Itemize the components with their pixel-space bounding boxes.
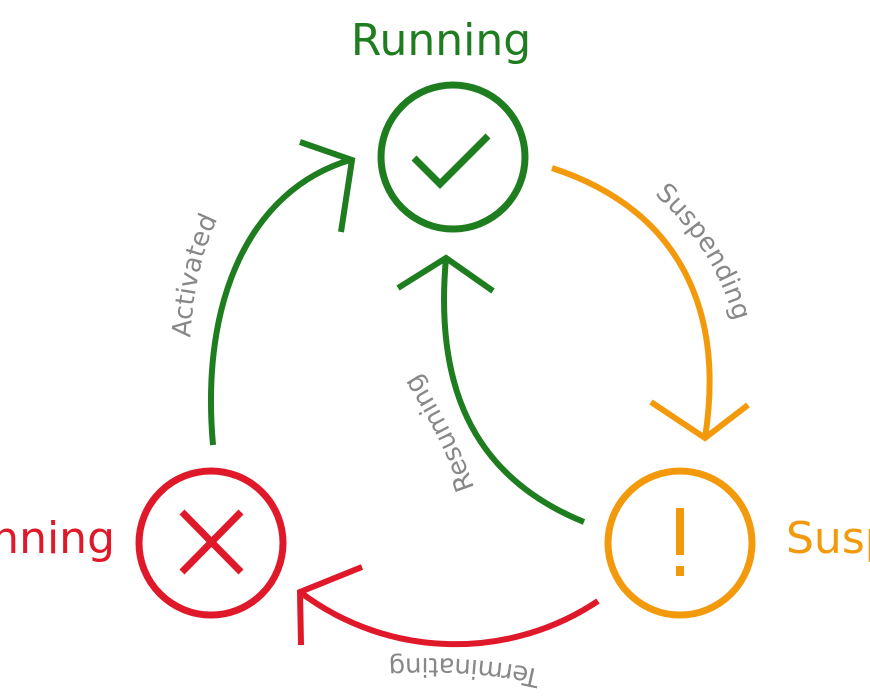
state-not-running: Not Running [0,467,287,619]
activated-arrow-line [207,157,351,446]
resuming-arrowhead [396,254,495,294]
not-running-circle [135,467,287,619]
suspended-circle [604,467,756,619]
terminating-arrow-line [298,589,600,648]
running-circle [377,81,529,233]
terminating-arrowhead [296,564,364,646]
suspending-label: Suspending [650,178,757,324]
state-running: Running [351,15,531,233]
terminating-label: Terminating [388,651,543,693]
resuming-arrow-line [441,257,586,525]
activated-arrowhead [299,139,356,233]
not-running-title: Not Running [0,513,115,564]
activated-label: Activated [167,209,224,338]
running-title: Running [351,15,531,66]
check-icon [411,133,491,189]
exclamation-icon [676,508,684,576]
suspending-arrow-line [551,165,713,439]
state-suspended: Suspended [604,467,870,619]
suspended-title: Suspended [786,513,870,564]
suspending-arrowhead [649,399,750,442]
x-icon [179,509,244,575]
resuming-label: Resuming [398,369,481,495]
